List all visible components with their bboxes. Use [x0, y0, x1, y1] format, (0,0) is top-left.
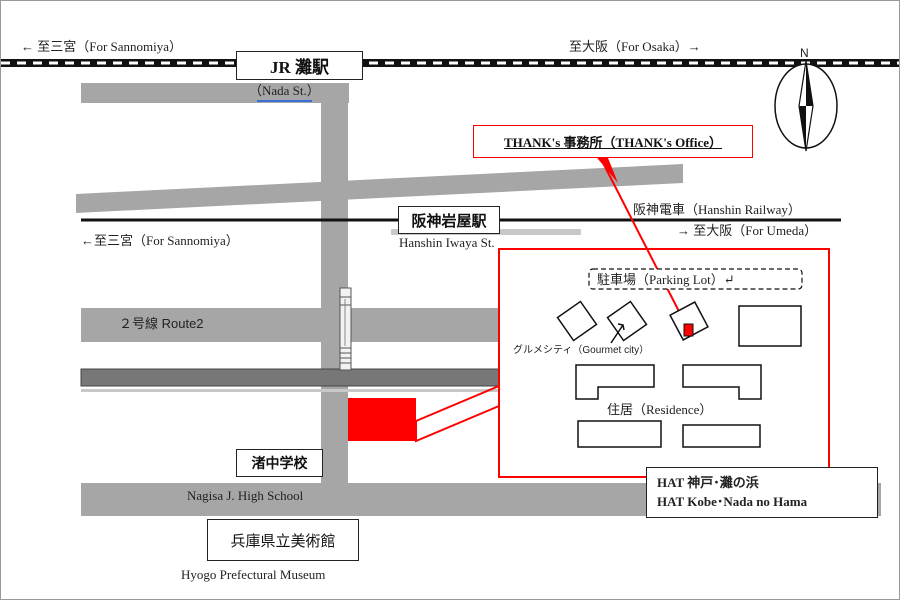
building-gourmet-2	[606, 300, 648, 342]
jr-direction-west: ← 至三宮（For Sannomiya）	[21, 39, 183, 54]
road-diagonal	[76, 164, 683, 213]
building-office	[669, 301, 709, 341]
hanshin-iwaya-station: 阪神岩屋駅	[398, 206, 500, 234]
gourmet-city-label: グルメシティ（Gourmet city）	[513, 345, 650, 356]
hanshin-railway-label: 阪神電車（Hanshin Railway）	[633, 202, 801, 217]
inset-buildings	[556, 300, 802, 448]
office-pointer-head	[593, 153, 618, 183]
road-top-horizontal	[81, 83, 349, 103]
nagisa-school-box: 渚中学校	[236, 449, 323, 477]
parking-lot-outline	[588, 268, 803, 290]
hat-area-label-jp: HAT 神戸･灘の浜	[657, 475, 759, 490]
jr-nada-station: JR 灘駅	[236, 51, 363, 80]
pedestrian-bridge	[339, 287, 352, 371]
route2-label: ２号線 Route2	[119, 316, 204, 331]
building-residence-4	[682, 424, 761, 448]
hanshin-direction-east: → 至大阪（For Umeda）	[677, 223, 818, 238]
office-label: THANK's 事務所（THANK's Office）	[503, 135, 723, 150]
road-route2	[81, 308, 499, 342]
road-expressway	[80, 368, 500, 387]
parking-lot-label: 駐車場（Parking Lot）↵	[597, 272, 735, 287]
office-pointer	[598, 154, 690, 332]
compass-north-label: N	[800, 46, 809, 60]
inset-connector	[415, 384, 500, 443]
residence-label: 住居（Residence）	[607, 402, 713, 417]
nagisa-school-english: Nagisa J. High School	[187, 488, 304, 503]
station-link-underline	[257, 100, 312, 102]
jr-railway	[1, 59, 899, 67]
office-marker	[683, 323, 694, 337]
museum-english: Hyogo Prefectural Museum	[181, 567, 326, 582]
hanshin-direction-west: ←至三宮（For Sannomiya）	[81, 233, 239, 248]
jr-direction-east: 至大阪（For Osaka）→	[569, 39, 701, 54]
building-residence-3	[577, 420, 662, 448]
hat-area-box: HAT 神戸･灘の浜 HAT Kobe･Nada no Hama	[646, 467, 878, 518]
compass	[774, 60, 838, 152]
hanshin-station-english: Hanshin Iwaya St.	[399, 235, 495, 250]
destination-area	[348, 398, 416, 441]
building-gourmet-1	[556, 300, 598, 342]
road-north-south	[321, 86, 348, 486]
gourmet-pointer	[610, 323, 625, 344]
museum-box: 兵庫県立美術館	[207, 519, 359, 561]
office-label-box: THANK's 事務所（THANK's Office）	[473, 125, 753, 158]
building-residence-2	[682, 364, 762, 400]
building-residence-1	[575, 364, 655, 400]
building-parking-side	[738, 305, 802, 347]
hat-area-label-en: HAT Kobe･Nada no Hama	[657, 494, 808, 509]
jr-station-english: （Nada St.）	[249, 83, 320, 98]
roads	[76, 83, 881, 516]
road-expressway-edge	[81, 389, 499, 392]
